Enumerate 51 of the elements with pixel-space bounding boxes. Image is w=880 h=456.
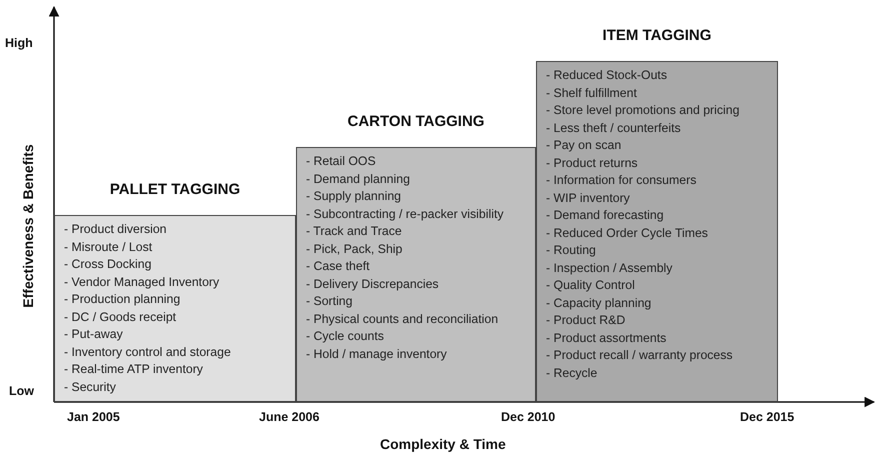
list-item: - Inspection / Assembly (546, 260, 672, 276)
list-item: - Sorting (306, 293, 353, 310)
list-item: - Delivery Discrepancies (306, 276, 439, 292)
list-item: - Routing (546, 242, 596, 259)
list-item: - Product recall / warranty process (546, 347, 733, 364)
list-item: - Demand planning (306, 170, 410, 188)
list-item: - Case theft (306, 258, 370, 275)
list-item: - Track and Trace (306, 223, 402, 240)
list-item: - Product returns (546, 154, 638, 172)
axis-tick-label: Low (9, 384, 34, 398)
stage-heading: ITEM TAGGING (602, 27, 712, 44)
list-item: - Misroute / Lost (64, 238, 152, 256)
axis-tick-label: High (5, 36, 33, 50)
list-item: - WIP inventory (546, 190, 630, 206)
list-item: - Product assortments (546, 330, 666, 346)
axis-tick-label: Jan 2005 (67, 410, 120, 424)
axis-tick-label: Dec 2010 (501, 410, 556, 424)
axis-tick-label: June 2006 (259, 410, 320, 424)
list-item: - Cycle counts (306, 328, 384, 345)
list-item: - Vendor Managed Inventory (64, 274, 220, 290)
stage-heading: CARTON TAGGING (346, 113, 486, 130)
list-item: - Subcontracting / re-packer visibility (306, 206, 504, 222)
axis-title: Complexity & Time (380, 436, 506, 452)
list-item: - Quality Control (546, 277, 635, 294)
list-item: - Production planning (64, 291, 180, 308)
list-item: - Cross Docking (64, 256, 152, 273)
list-item: - Reduced Order Cycle Times (546, 224, 708, 242)
list-item: - Supply planning (306, 188, 402, 205)
axis-title: Effectiveness & Benefits (20, 144, 36, 308)
list-item: - Pick, Pack, Ship (306, 240, 402, 258)
list-item: - Inventory control and storage (64, 344, 231, 360)
list-item: - Product R&D (546, 312, 626, 329)
list-item: - Information for consumers (546, 172, 696, 189)
list-item: - Capacity planning (546, 294, 652, 312)
list-item: - Shelf fulfillment (546, 84, 637, 102)
list-item: - Pay on scan (546, 137, 622, 154)
list-item: - Security (64, 378, 116, 396)
list-item: - Less theft / counterfeits (546, 120, 681, 136)
list-item: - Retail OOS (306, 153, 376, 170)
list-item: - Recycle (546, 364, 598, 382)
stage-heading: PALLET TAGGING (108, 181, 242, 198)
list-item: - DC / Goods receipt (64, 308, 176, 326)
axis-tick-label: Dec 2015 (740, 410, 794, 424)
list-item: - Physical counts and reconciliation (306, 310, 498, 328)
list-item: - Real-time ATP inventory (64, 361, 203, 378)
list-item: - Store level promotions and pricing (546, 102, 740, 119)
list-item: - Product diversion (64, 221, 167, 238)
list-item: - Reduced Stock-Outs (546, 67, 667, 84)
list-item: - Hold / manage inventory (306, 346, 447, 362)
list-item: - Put-away (64, 326, 123, 343)
list-item: - Demand forecasting (546, 207, 664, 224)
